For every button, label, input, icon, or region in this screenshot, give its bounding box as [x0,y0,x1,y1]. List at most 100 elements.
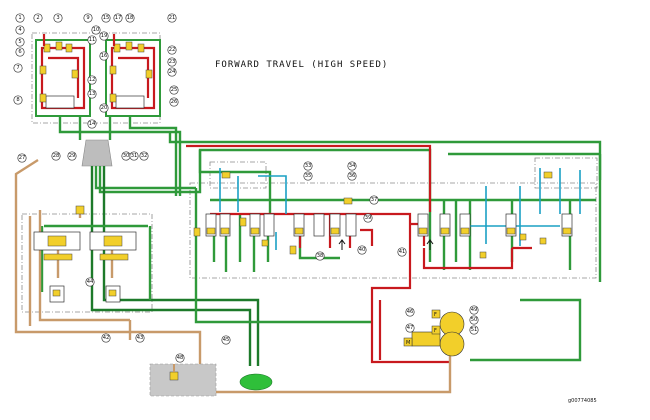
svg-text:42: 42 [103,335,110,341]
svg-text:12: 12 [89,77,96,83]
swivel-joint [81,139,113,167]
svg-text:28: 28 [53,153,60,159]
svg-text:13: 13 [89,91,96,97]
svg-text:48: 48 [177,355,184,361]
callout-32: 32 [139,151,149,161]
svg-text:37: 37 [371,197,378,203]
svg-text:30: 30 [123,153,130,159]
callout-43: 43 [135,333,145,343]
callout-48: 48 [175,353,185,363]
callout-4: 4 [15,25,25,35]
svg-text:17: 17 [115,15,122,21]
svg-text:21: 21 [169,15,176,21]
callout-6: 6 [15,47,25,57]
svg-text:5: 5 [18,39,21,45]
callout-26: 26 [169,97,179,107]
callout-7: 7 [13,63,23,73]
travel-motor-left [35,39,91,117]
callout-8: 8 [13,95,23,105]
svg-text:50: 50 [471,317,478,323]
callout-5: 5 [15,37,25,47]
callout-29: 29 [67,151,77,161]
callout-3: 3 [53,13,63,23]
svg-text:40: 40 [359,247,366,253]
svg-text:22: 22 [169,47,176,53]
callout-51: 51 [469,325,479,335]
svg-text:41: 41 [399,249,406,255]
svg-text:23: 23 [169,59,176,65]
svg-text:3: 3 [56,15,59,21]
svg-text:38: 38 [317,253,324,259]
callout-44: 44 [85,277,95,287]
callout-18: 18 [125,13,135,23]
svg-text:26: 26 [171,99,178,105]
svg-text:47: 47 [407,325,414,331]
svg-text:43: 43 [137,335,144,341]
callout-1: 1 [15,13,25,23]
filter-housing [149,363,217,397]
svg-text:6: 6 [18,49,21,55]
callout-21: 21 [167,13,177,23]
callout-39: 39 [363,213,373,223]
callout-22: 22 [167,45,177,55]
callout-2: 2 [33,13,43,23]
callout-31: 31 [129,151,139,161]
hydraulic-tank [239,373,273,391]
callout-46: 46 [405,307,415,317]
svg-text:51: 51 [471,327,478,333]
svg-text:8: 8 [16,97,19,103]
svg-text:49: 49 [471,307,478,313]
callout-labels: 1 2 3 4 5 6 7 8 9 10 11 12 13 14 15 16 1… [13,13,479,363]
svg-text:20: 20 [101,105,108,111]
svg-text:16: 16 [101,53,108,59]
svg-text:39: 39 [365,215,372,221]
figure-reference: g00774085 [568,398,597,404]
pump-label-f1: F [434,312,437,318]
callout-38: 38 [315,251,325,261]
pump-group: F F M [403,309,465,357]
callout-40: 40 [357,245,367,255]
svg-text:34: 34 [349,163,356,169]
pump-label-f2: F [434,328,437,334]
callout-45: 45 [221,335,231,345]
svg-text:11: 11 [89,37,96,43]
svg-text:1: 1 [18,15,21,21]
svg-text:32: 32 [141,153,148,159]
callout-28: 28 [51,151,61,161]
callout-20: 20 [99,103,109,113]
callout-24: 24 [167,67,177,77]
callout-13: 13 [87,89,97,99]
svg-text:18: 18 [127,15,134,21]
svg-text:10: 10 [93,27,100,33]
callout-9: 9 [83,13,93,23]
callout-34: 34 [347,161,357,171]
callout-19: 19 [99,31,109,41]
svg-text:45: 45 [223,337,230,343]
callout-14: 14 [87,119,97,129]
callout-33: 33 [303,161,313,171]
svg-text:36: 36 [349,173,356,179]
callout-50: 50 [469,315,479,325]
svg-text:19: 19 [101,33,108,39]
svg-text:31: 31 [131,153,138,159]
pressure-lines [42,34,532,364]
callout-30: 30 [121,151,131,161]
svg-text:9: 9 [86,15,89,21]
pump-label-m: M [406,340,410,346]
callout-27: 27 [17,153,27,163]
callout-15: 15 [101,13,111,23]
return-lines [14,158,452,394]
callout-41: 41 [397,247,407,257]
callout-47: 47 [405,323,415,333]
svg-text:15: 15 [103,15,110,21]
svg-text:27: 27 [19,155,26,161]
svg-text:2: 2 [36,15,39,21]
callout-35: 35 [303,171,313,181]
callout-49: 49 [469,305,479,315]
svg-text:25: 25 [171,87,178,93]
svg-text:29: 29 [69,153,76,159]
callout-37: 37 [369,195,379,205]
svg-text:46: 46 [407,309,414,315]
callout-10: 10 [91,25,101,35]
